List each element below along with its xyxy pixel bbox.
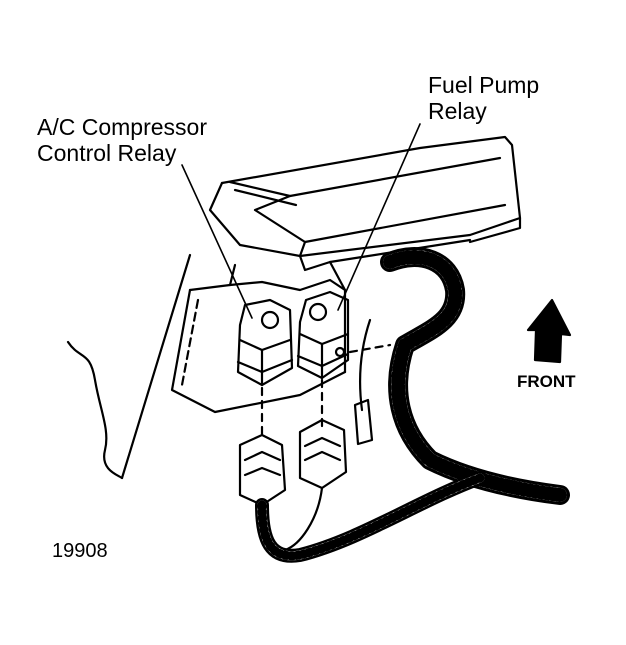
body-cross-member [208,135,522,272]
fuel-relay-leader [337,123,421,311]
fuel-relay-label-line1: Fuel Pump [428,72,540,98]
front-label: FRONT [517,372,576,391]
loose-wire [66,253,192,480]
ac-relay-label-line1: A/C Compressor [37,114,207,140]
figure-number: 19908 [52,540,108,562]
fuel-pump-relay [296,290,350,380]
ac-relay-leader [181,164,253,319]
ac-relay-label-line2: Control Relay [37,140,177,166]
fuel-relay-label-line2: Relay [428,98,487,124]
relay-bracket [170,260,347,414]
connector-alignment-lines [260,343,392,442]
leader-lines [181,123,421,319]
wiring-harness [255,247,570,563]
front-arrow-icon [526,298,572,364]
ac-compressor-relay [236,298,294,387]
relay-connectors [238,418,348,507]
